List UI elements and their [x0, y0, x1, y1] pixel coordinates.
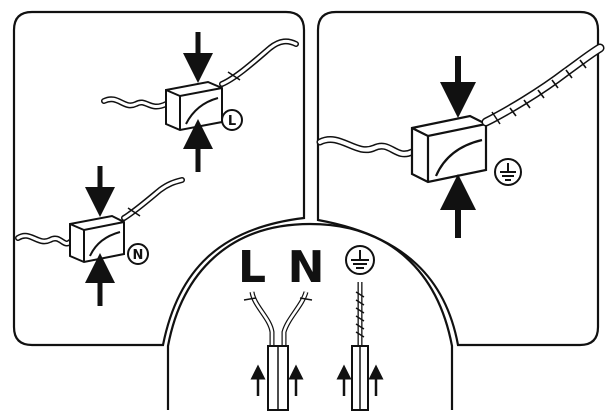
connector-live: L	[101, 32, 299, 172]
junction-box: L N	[166, 222, 454, 411]
left-panel: L N	[12, 10, 306, 347]
connector-earth	[316, 43, 605, 238]
connector-top-label: L	[228, 114, 236, 129]
right-panel	[316, 10, 605, 347]
live-label: L	[238, 242, 266, 293]
connector-bottom-label: N	[133, 248, 144, 263]
earth-ground-icon	[494, 158, 522, 186]
live-neutral-wires	[243, 291, 313, 345]
cable-entry-right	[351, 345, 369, 411]
neutral-label: N	[288, 242, 325, 293]
label-circle	[127, 243, 149, 265]
right-panel-frame	[316, 10, 600, 347]
connector-neutral: N	[15, 166, 185, 306]
junction-box-arch	[166, 222, 454, 410]
label-circle	[221, 109, 243, 131]
earth-ground-icon	[345, 245, 375, 275]
earth-wire-twisted	[355, 282, 365, 345]
left-panel-frame	[12, 10, 306, 347]
cable-entry-left	[267, 345, 289, 411]
